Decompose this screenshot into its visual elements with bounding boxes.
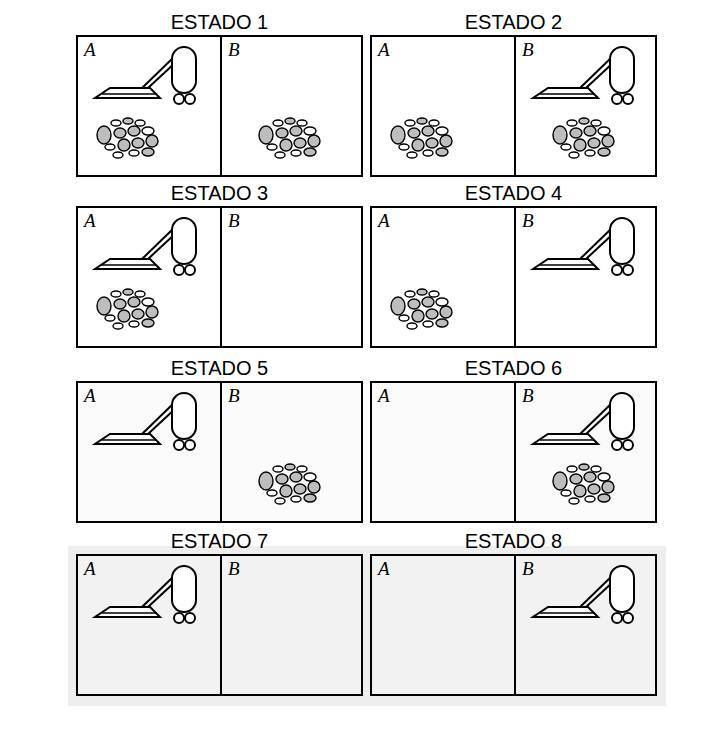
state-heading: ESTADO 4 — [372, 181, 655, 205]
room-label: B — [228, 386, 240, 406]
state-panel: ESTADO 4AB — [370, 206, 657, 348]
room-cell: B — [516, 37, 655, 175]
room-label: B — [522, 40, 534, 60]
room-cell: B — [516, 208, 655, 346]
state-heading: ESTADO 6 — [372, 356, 655, 380]
room-cell: A — [372, 556, 516, 694]
state-heading: ESTADO 3 — [78, 181, 361, 205]
room-label: A — [84, 211, 96, 231]
room-cell: A — [78, 208, 222, 346]
room-label: B — [522, 211, 534, 231]
state-panel: ESTADO 5AB — [76, 381, 363, 523]
room-label: B — [228, 211, 240, 231]
state-panel: ESTADO 3AB — [76, 206, 363, 348]
room-label: B — [522, 559, 534, 579]
state-heading: ESTADO 1 — [78, 10, 361, 34]
state-heading: ESTADO 8 — [372, 529, 655, 553]
state-heading: ESTADO 2 — [372, 10, 655, 34]
room-cell: A — [78, 383, 222, 521]
room-label: A — [378, 211, 390, 231]
state-heading: ESTADO 5 — [78, 356, 361, 380]
state-panel: ESTADO 8AB — [370, 554, 657, 696]
state-heading: ESTADO 7 — [78, 529, 361, 553]
room-cell: A — [78, 37, 222, 175]
room-cell: A — [372, 208, 516, 346]
room-cell: B — [222, 383, 361, 521]
room-cell: B — [222, 208, 361, 346]
room-cell: A — [78, 556, 222, 694]
state-panel: ESTADO 2AB — [370, 35, 657, 177]
room-cell: B — [516, 556, 655, 694]
room-label: B — [228, 40, 240, 60]
room-cell: B — [222, 37, 361, 175]
room-label: A — [84, 559, 96, 579]
room-label: A — [378, 559, 390, 579]
room-cell: A — [372, 37, 516, 175]
state-panel: ESTADO 6AB — [370, 381, 657, 523]
room-cell: B — [516, 383, 655, 521]
room-cell: B — [222, 556, 361, 694]
room-label: A — [378, 386, 390, 406]
room-label: B — [522, 386, 534, 406]
state-panel: ESTADO 7AB — [76, 554, 363, 696]
room-label: A — [378, 40, 390, 60]
room-label: A — [84, 386, 96, 406]
room-label: B — [228, 559, 240, 579]
room-cell: A — [372, 383, 516, 521]
state-panel: ESTADO 1AB — [76, 35, 363, 177]
room-label: A — [84, 40, 96, 60]
